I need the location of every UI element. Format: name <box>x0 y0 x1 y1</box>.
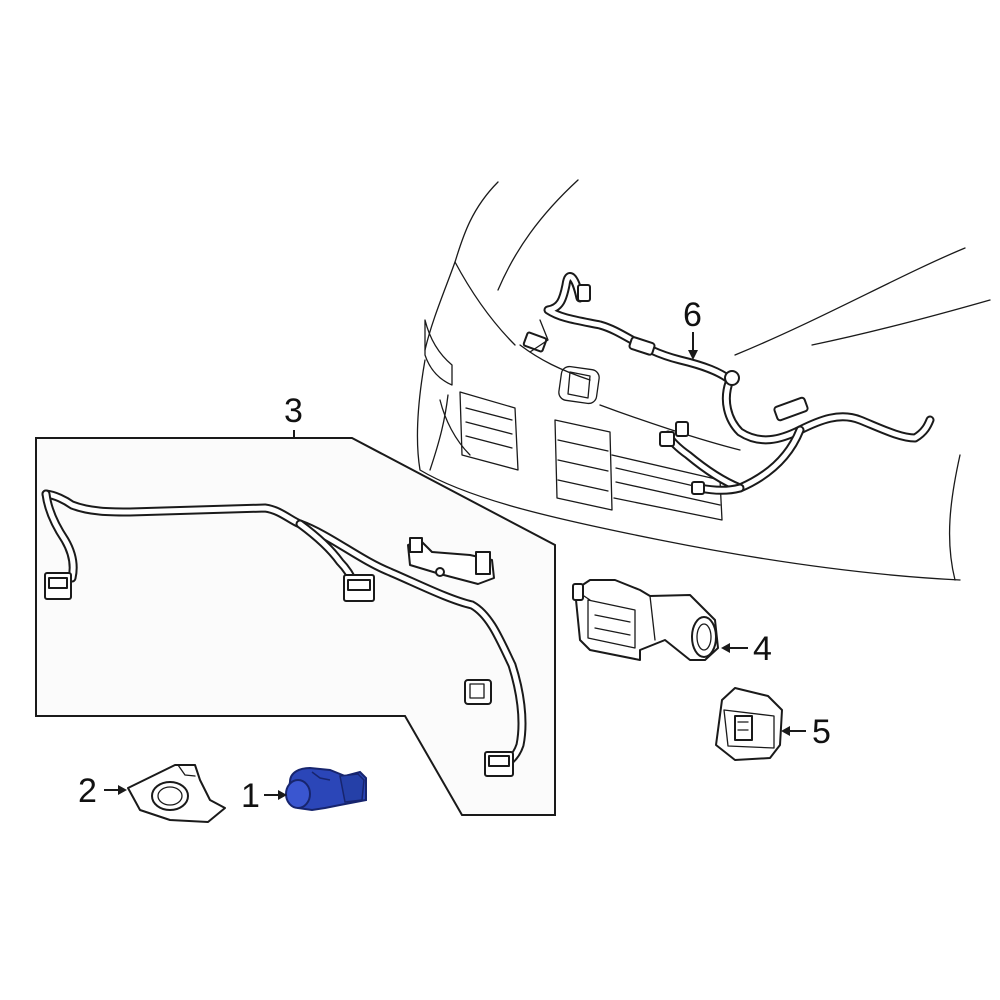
callout-5: 5 <box>812 713 831 751</box>
vehicle-front-outline <box>416 179 991 581</box>
bumper-wiring-harness <box>522 271 935 495</box>
callout-3: 3 <box>284 392 303 430</box>
callout-6: 6 <box>683 296 702 334</box>
sensor-retainer <box>715 687 783 761</box>
harness-kit-panel <box>35 437 556 816</box>
callout-1: 1 <box>241 777 260 815</box>
sensor-connector <box>572 579 719 661</box>
sensor-bezel <box>127 764 226 823</box>
callout-2: 2 <box>78 772 97 810</box>
parking-sensor <box>285 766 367 812</box>
callout-arrows <box>104 332 806 800</box>
callout-4: 4 <box>753 630 772 668</box>
